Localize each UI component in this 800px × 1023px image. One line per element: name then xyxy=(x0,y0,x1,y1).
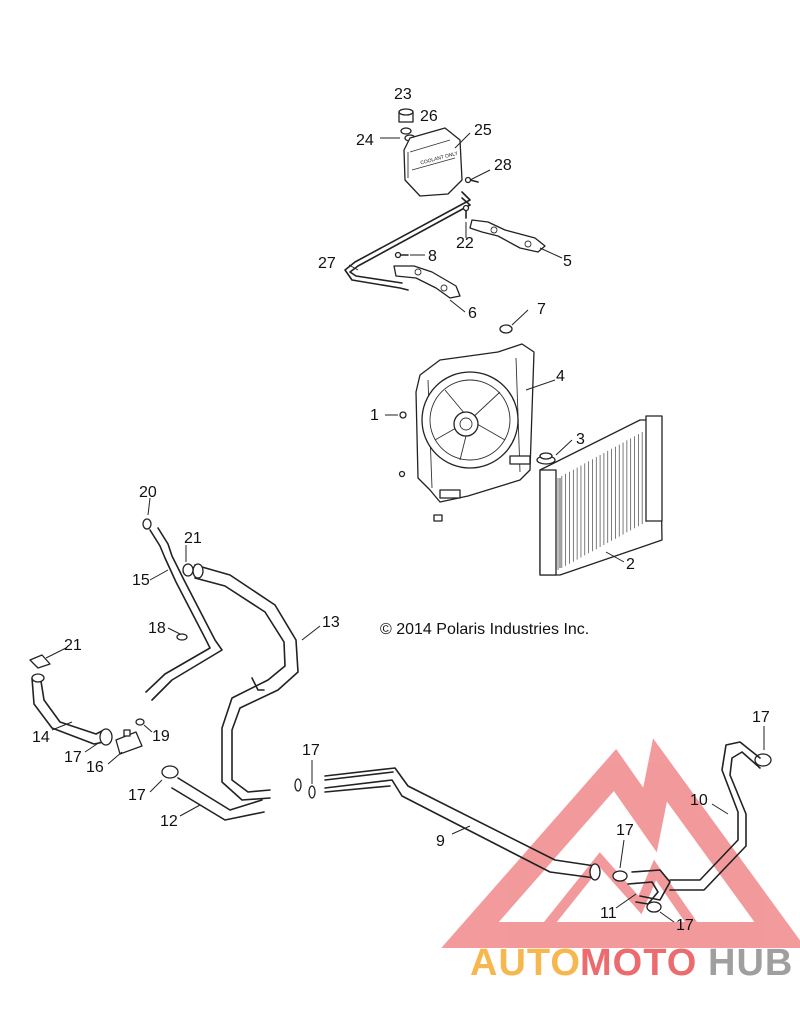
callout-28: 28 xyxy=(494,157,512,174)
callout-17f: 17 xyxy=(676,917,694,934)
callout-8: 8 xyxy=(428,248,437,265)
callout-2: 2 xyxy=(626,556,635,573)
callout-3: 3 xyxy=(576,431,585,448)
watermark-part1: AUTO xyxy=(470,942,581,984)
copyright-text: © 2014 Polaris Industries Inc. xyxy=(380,621,589,638)
callout-18: 18 xyxy=(148,620,166,637)
callout-19: 19 xyxy=(152,728,170,745)
fan-shroud xyxy=(398,324,535,522)
callout-15: 15 xyxy=(132,572,150,589)
callout-13: 13 xyxy=(322,614,340,631)
callout-17c: 17 xyxy=(302,742,320,759)
callout-17e: 17 xyxy=(616,822,634,839)
callout-21a: 21 xyxy=(184,530,202,547)
fitting-16 xyxy=(115,729,143,755)
leader-lines xyxy=(45,132,765,923)
callout-20: 20 xyxy=(139,484,157,501)
callout-16: 16 xyxy=(86,759,104,776)
hose-10 xyxy=(669,741,761,891)
callout-25: 25 xyxy=(474,122,492,139)
hose-12 xyxy=(171,777,265,821)
callout-4: 4 xyxy=(556,368,565,385)
hose-11 xyxy=(627,869,671,905)
callout-1: 1 xyxy=(370,407,379,424)
callout-9: 9 xyxy=(436,833,445,850)
callout-11: 11 xyxy=(600,905,617,922)
callout-26: 26 xyxy=(420,108,438,125)
callout-17b: 17 xyxy=(128,787,146,804)
hose-13 xyxy=(192,563,299,801)
callout-24: 24 xyxy=(356,132,374,149)
callout-numbers: 23 26 24 25 28 22 5 8 27 6 7 4 1 3 2 20 … xyxy=(32,86,770,934)
callout-5: 5 xyxy=(563,253,572,270)
callout-21b: 21 xyxy=(64,637,82,654)
callout-17d: 17 xyxy=(752,709,770,726)
callout-27: 27 xyxy=(318,255,336,272)
callout-22: 22 xyxy=(456,235,474,252)
clamps xyxy=(29,518,772,913)
watermark-text: AUTO MOTO HUB xyxy=(470,942,793,984)
callout-23: 23 xyxy=(394,86,412,103)
callout-12: 12 xyxy=(160,813,178,830)
watermark-logo xyxy=(441,738,800,948)
callout-6: 6 xyxy=(468,305,477,322)
coolant-tank: COOLANT ONLY xyxy=(344,108,546,299)
hose-9 xyxy=(324,767,601,881)
radiator xyxy=(536,415,663,576)
callout-14: 14 xyxy=(32,729,50,746)
hose-15 xyxy=(145,527,223,701)
callout-7: 7 xyxy=(537,301,546,318)
watermark-part2: MOTO xyxy=(580,942,697,984)
callout-10: 10 xyxy=(690,792,708,809)
watermark-part3: HUB xyxy=(708,942,793,984)
callout-17a: 17 xyxy=(64,749,82,766)
